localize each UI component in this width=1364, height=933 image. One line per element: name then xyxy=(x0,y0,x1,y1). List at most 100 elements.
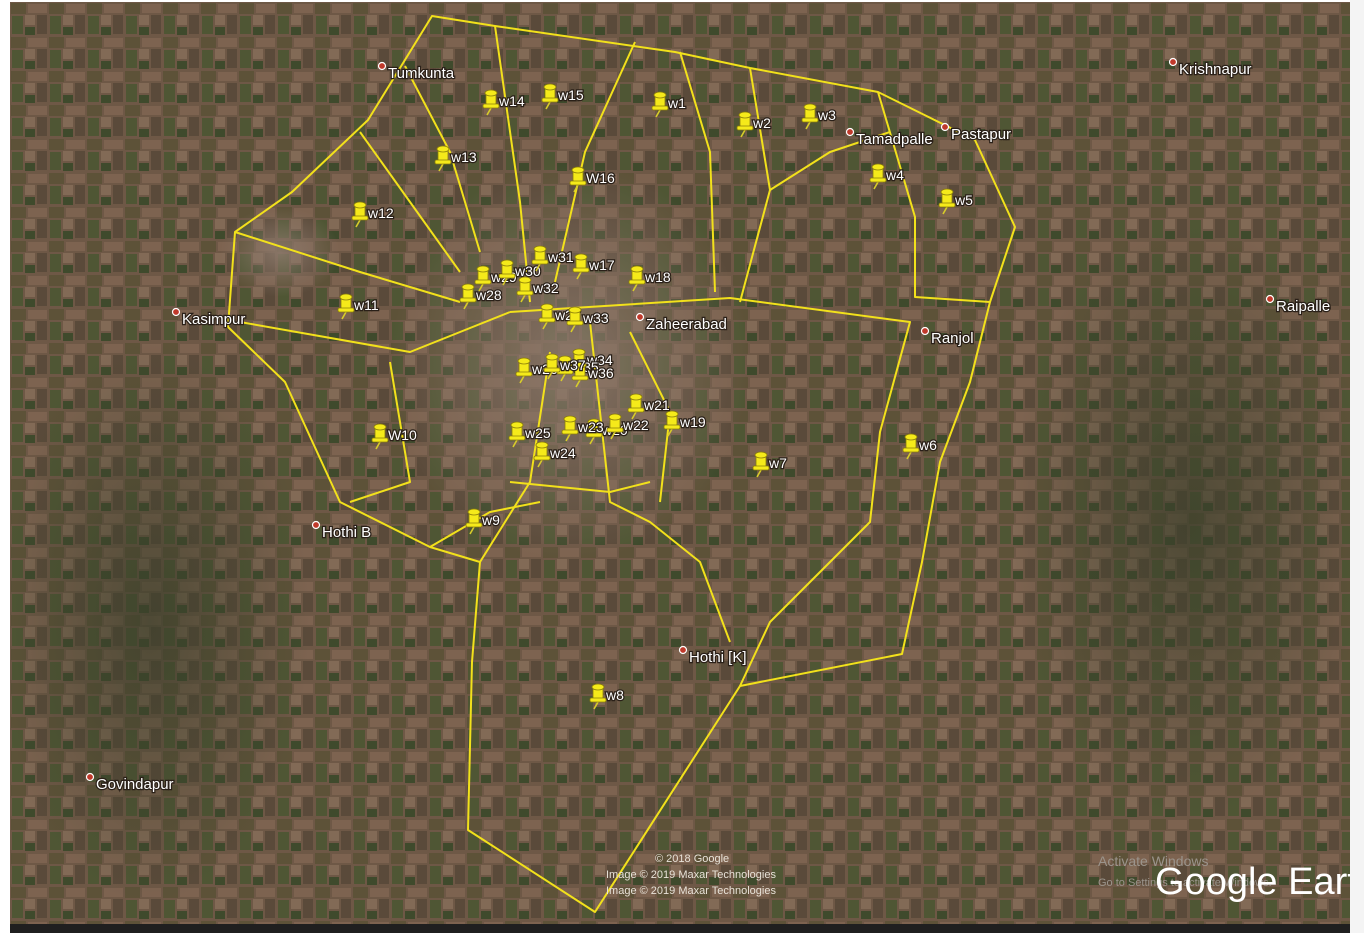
ward-label: w23 xyxy=(577,419,604,435)
ward-boundaries xyxy=(227,15,1016,913)
google-earth-logo: Google Eart xyxy=(1155,861,1350,903)
place-marker[interactable]: Zaheerabad xyxy=(635,312,728,334)
ward-pin[interactable]: w21 xyxy=(627,393,671,420)
ward-label: w7 xyxy=(768,455,787,471)
pushpin-icon xyxy=(543,353,561,380)
ward-label: w32 xyxy=(532,280,559,296)
ward-pin[interactable]: w14 xyxy=(482,89,526,116)
place-marker[interactable]: Tumkunta xyxy=(377,61,456,83)
ward-pin[interactable]: w24 xyxy=(533,441,577,468)
ward-pin[interactable]: w25 xyxy=(508,421,552,448)
pushpin-icon xyxy=(541,83,559,110)
ward-pin[interactable]: W10 xyxy=(371,423,418,450)
place-label: Krishnapur xyxy=(1179,61,1252,78)
place-marker[interactable]: Krishnapur xyxy=(1168,57,1253,79)
place-marker-icon xyxy=(377,61,387,71)
ward-label: w18 xyxy=(644,269,671,285)
ward-pin[interactable]: w15 xyxy=(541,83,585,110)
pushpin-icon xyxy=(566,306,584,333)
ward-pin[interactable]: w2 xyxy=(736,111,772,138)
place-marker[interactable]: Govindapur xyxy=(85,772,175,794)
ward-label: w13 xyxy=(450,149,477,165)
pushpin-icon xyxy=(627,393,645,420)
place-marker[interactable]: Hothi B xyxy=(311,520,372,542)
ward-pin[interactable]: w18 xyxy=(628,265,672,292)
ward-pin[interactable]: w3 xyxy=(801,103,837,130)
place-marker[interactable]: Pastapur xyxy=(940,122,1012,144)
place-marker[interactable]: Tamadpalle xyxy=(845,127,934,149)
ward-pin[interactable]: w9 xyxy=(465,508,501,535)
ward-pin[interactable]: W16 xyxy=(569,166,616,193)
ward-pin[interactable]: w5 xyxy=(938,188,974,215)
ward-pin[interactable]: w7 xyxy=(752,451,788,478)
terrain-shade xyxy=(10,342,310,902)
place-marker-icon xyxy=(940,122,950,132)
pushpin-icon xyxy=(516,276,534,303)
place-label: Hothi [K] xyxy=(689,649,747,666)
ward-pin[interactable]: w36 xyxy=(571,361,615,388)
ward-pin[interactable]: w19 xyxy=(663,410,707,437)
windows-activation-watermark: Activate Windows Go to Settings to activ… xyxy=(1098,853,1272,889)
place-label: Tamadpalle xyxy=(856,131,933,148)
ward-label: w24 xyxy=(549,445,576,461)
pushpin-icon xyxy=(508,421,526,448)
ward-pin[interactable]: w4 xyxy=(869,163,905,190)
pushpin-icon xyxy=(371,423,389,450)
pushpin-icon xyxy=(736,111,754,138)
ward-label: w37 xyxy=(559,357,586,373)
pushpin-icon xyxy=(515,357,533,384)
ward-pin[interactable]: w6 xyxy=(902,433,938,460)
place-label: Raipalle xyxy=(1276,298,1330,315)
pushpin-icon xyxy=(651,91,669,118)
urban-area xyxy=(220,207,340,297)
place-marker-icon xyxy=(635,312,645,322)
window-edge xyxy=(1350,0,1364,933)
ward-pin[interactable]: w30 xyxy=(498,259,542,286)
attribution-line: Image © 2019 Maxar Technologies xyxy=(606,885,776,897)
ward-label: w28 xyxy=(475,287,502,303)
ward-pin[interactable]: w11 xyxy=(337,293,380,320)
pushpin-icon xyxy=(538,303,556,330)
place-marker-icon xyxy=(678,645,688,655)
place-label: Zaheerabad xyxy=(646,316,727,333)
ward-pin[interactable]: w31 xyxy=(531,245,575,272)
ward-label: w1 xyxy=(667,95,686,111)
ward-pin[interactable]: w8 xyxy=(589,683,625,710)
ward-pin[interactable]: w28 xyxy=(459,283,503,310)
ward-pin[interactable]: w37 xyxy=(543,353,587,380)
ward-label: w31 xyxy=(547,249,574,265)
place-label: Ranjol xyxy=(931,330,974,347)
pushpin-icon xyxy=(351,201,369,228)
pushpin-icon xyxy=(498,259,516,286)
pushpin-icon xyxy=(902,433,920,460)
pushpin-icon xyxy=(752,451,770,478)
ward-pin[interactable]: w32 xyxy=(516,276,560,303)
ward-pin[interactable]: w22 xyxy=(606,413,650,440)
pushpin-icon xyxy=(434,145,452,172)
place-marker-icon xyxy=(920,326,930,336)
ward-pin[interactable]: w12 xyxy=(351,201,395,228)
pushpin-icon xyxy=(869,163,887,190)
place-marker-icon xyxy=(845,127,855,137)
place-marker[interactable]: Kasimpur xyxy=(171,307,247,329)
ward-pin[interactable]: w13 xyxy=(434,145,478,172)
ward-pin[interactable]: w17 xyxy=(572,253,616,280)
place-marker[interactable]: Hothi [K] xyxy=(678,645,748,667)
ward-label: w12 xyxy=(367,205,394,221)
ward-pin[interactable]: w33 xyxy=(566,306,610,333)
pushpin-icon xyxy=(663,410,681,437)
ward-label: w30 xyxy=(514,263,541,279)
svg-text:Activate Windows: Activate Windows xyxy=(1098,853,1208,869)
place-marker[interactable]: Raipalle xyxy=(1265,294,1331,316)
ward-pin[interactable]: w1 xyxy=(651,91,687,118)
ward-pin[interactable]: w23 xyxy=(561,415,605,442)
pushpin-icon xyxy=(459,283,477,310)
place-marker[interactable]: Ranjol xyxy=(920,326,975,348)
status-bar xyxy=(10,924,1350,933)
ward-label: w33 xyxy=(582,310,609,326)
pushpin-icon xyxy=(571,361,589,388)
ward-label: w11 xyxy=(353,297,379,313)
pushpin-icon xyxy=(556,355,574,382)
